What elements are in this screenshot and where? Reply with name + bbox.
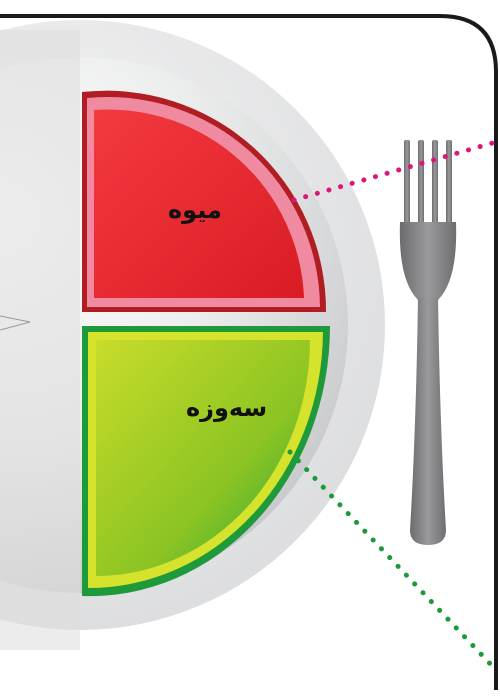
vegetables-label: سەوزە — [186, 394, 267, 422]
fruit-label: میوه — [168, 196, 222, 224]
fork-icon — [400, 140, 456, 545]
